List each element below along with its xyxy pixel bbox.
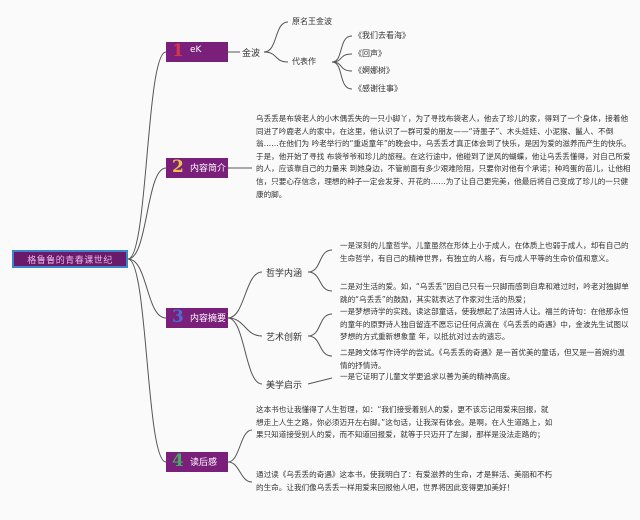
branch-summary[interactable]: 2 内容简介	[166, 157, 228, 178]
branch-number-4: 4	[172, 451, 184, 471]
work-item: 《我们去看海》	[354, 31, 410, 40]
reflection-paragraph: 通过读《乌丢丢的奇遇》这本书，使我明白了：有爱滋养的生命，才是鲜活、美丽和不朽的…	[256, 470, 553, 492]
branch-author[interactable]: 1 eK	[166, 41, 228, 62]
original-name: 原名王金波	[292, 17, 332, 26]
branch-number-2: 2	[172, 157, 184, 177]
abstract-item: 一是深刻的儿童哲学。儿童虽然在形体上小于成人，在体质上也弱于成人，却有自己的生命…	[340, 241, 629, 263]
reflection-paragraph: 这本书也让我懂得了人生哲理，如：“我们接受着别人的爱，更不该忘记用爱来回报，就想…	[256, 405, 553, 440]
branch-number-3: 3	[172, 307, 184, 327]
author-name: 金波	[242, 49, 261, 59]
group-philosophy: 哲学内涵	[266, 269, 303, 279]
abstract-item: 二是对生活的爱。如，“乌丢丢”因自己只有一只脚而感到自卑和难过时，吟老对独脚单跳…	[340, 282, 629, 304]
root-label: 格鲁鲁的青春课世纪	[27, 255, 113, 266]
group-aesthetics: 美学启示	[266, 381, 303, 391]
root-node[interactable]: 格鲁鲁的青春课世纪	[12, 250, 128, 268]
branch-label-3: 内容摘要	[190, 314, 227, 324]
abstract-item: 二是跨文体写作诗学的尝试。《乌丢丢的奇遇》是一首优美的童话，但又是一首婉约温情的…	[340, 348, 625, 370]
branch-number-1: 1	[172, 41, 184, 61]
branch-label-2: 内容简介	[190, 164, 227, 174]
branch-label-1: eK	[190, 45, 202, 55]
work-item: 《回声》	[354, 49, 386, 58]
work-item: 《婀娜树》	[354, 66, 394, 75]
abstract-item: 一是它证明了儿童文学更追求以善为美的精神高度。	[340, 372, 515, 381]
abstract-item: 一是梦想诗学的实践。读这部童话，使我想起了法国诗人让。福兰的诗句：在他那永恒的童…	[340, 307, 629, 342]
branch-label-4: 读后感	[190, 458, 218, 468]
branch-abstract[interactable]: 3 内容摘要	[166, 307, 228, 328]
work-item: 《感谢往事》	[354, 84, 402, 93]
representative-works-label: 代表作	[292, 57, 316, 66]
branch-reflection[interactable]: 4 读后感	[166, 451, 228, 472]
summary-text: 乌丢丢是布袋老人的小木偶丢失的一只小脚丫，为了寻找布袋老人，他去了珍儿的家，得到…	[256, 114, 631, 199]
group-art-innovation: 艺术创新	[266, 333, 303, 343]
